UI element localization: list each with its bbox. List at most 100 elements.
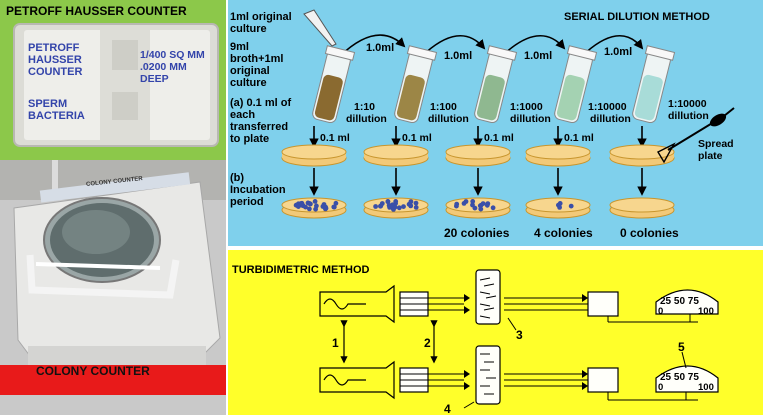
colony-dot xyxy=(391,207,396,212)
dilution-3-ratio: 1:1000 xyxy=(510,101,543,113)
dilution-2-word: dillution xyxy=(428,113,469,125)
dilution-5-word: dillution xyxy=(668,110,709,122)
colony-dot xyxy=(470,199,476,204)
colony-count-2: 4 colonies xyxy=(534,226,593,240)
transfer-arrow-4 xyxy=(581,34,644,57)
lower-light-path xyxy=(319,345,719,405)
meter-2-scale-top: 25 50 75 xyxy=(660,372,699,383)
tube-5 xyxy=(632,45,676,124)
dilution-5-ratio: 1:10000 xyxy=(668,98,707,110)
step-a-line4: to plate xyxy=(230,133,270,145)
callout-4: 4 xyxy=(444,402,451,416)
step-b-line3: period xyxy=(230,196,264,208)
petroff-spec-line1: 1/400 SQ MM xyxy=(140,49,205,61)
callout-3: 3 xyxy=(516,328,523,342)
orig-culture-line1: 1ml original xyxy=(230,11,292,23)
plate-row-b xyxy=(281,197,675,219)
dilution-3-word: dillution xyxy=(510,113,551,125)
plate-volume-2: 0.1 ml xyxy=(402,132,432,144)
colony-dot xyxy=(313,206,318,212)
turbidimetric-drawing xyxy=(319,269,719,409)
colony-count-3: 0 colonies xyxy=(620,226,679,240)
colony-dot xyxy=(413,200,419,206)
colony-dot xyxy=(490,205,496,211)
transfer-volume-2: 1.0ml xyxy=(444,50,473,62)
colony-dot xyxy=(463,199,469,204)
petroff-hausser-panel: PETROFF HAUSSER COUNTER PETROFF HAUSSER … xyxy=(0,0,226,160)
plate-row-a xyxy=(281,144,675,167)
meter-1-scale-left: 0 xyxy=(658,306,664,317)
colony-dot xyxy=(331,204,337,210)
petroff-name-line3: COUNTER xyxy=(28,66,83,78)
colony-count-1: 20 colonies xyxy=(444,226,510,240)
meter-2-scale-right: 100 xyxy=(698,382,714,393)
colony-dot xyxy=(396,205,402,211)
dilution-1-ratio: 1:10 xyxy=(354,101,376,113)
serial-dilution-panel: SERIAL DILUTION METHOD 1ml original cult… xyxy=(228,0,763,246)
petroff-title: PETROFF HAUSSER COUNTER xyxy=(6,4,187,18)
serial-title: SERIAL DILUTION METHOD xyxy=(564,11,710,23)
petroff-name-line1: PETROFF xyxy=(28,42,80,54)
broth-line1: 9ml xyxy=(230,41,249,53)
colony-dot xyxy=(312,199,318,204)
transfer-volume-1: 1.0ml xyxy=(366,42,395,54)
orig-culture-line2: culture xyxy=(230,23,267,35)
colony-dot xyxy=(408,202,413,208)
colony-dot xyxy=(484,202,490,208)
colony-dot xyxy=(408,199,414,205)
broth-line2: broth+1ml xyxy=(230,53,284,65)
colony-dot xyxy=(472,205,478,211)
plate-volume-3: 0.1 ml xyxy=(484,132,514,144)
meter-2-scale-left: 0 xyxy=(658,382,664,393)
step-b-line2: Incubation xyxy=(230,184,286,196)
colony-dot xyxy=(321,202,327,207)
spreader-tool xyxy=(657,107,735,164)
transfer-arrow-2 xyxy=(421,34,486,57)
tube-2 xyxy=(394,45,438,124)
colony-dot xyxy=(568,203,574,209)
colony-dot xyxy=(393,199,399,204)
transfer-arrow-3 xyxy=(501,34,566,57)
step-b-line1: (b) xyxy=(230,172,245,184)
petroff-name-line2: HAUSSER xyxy=(28,54,82,66)
serial-dilution-drawing xyxy=(281,9,735,219)
colony-dots xyxy=(293,199,574,212)
colony-dot xyxy=(305,200,311,206)
colony-dot xyxy=(413,205,419,210)
callout-5: 5 xyxy=(678,340,685,354)
petroff-use-line2: BACTERIA xyxy=(28,110,85,122)
broth-line3: original xyxy=(230,65,270,77)
tube-1 xyxy=(312,45,356,124)
tube-3 xyxy=(474,45,518,124)
tube-4 xyxy=(554,45,598,124)
petroff-spec-line3: DEEP xyxy=(140,73,169,85)
colony-dot xyxy=(556,202,561,208)
colony-dot xyxy=(401,204,406,210)
transfer-arrow-1 xyxy=(339,34,406,57)
meter-1-scale-top: 25 50 75 xyxy=(660,296,699,307)
colony-dot xyxy=(387,205,392,210)
colony-dot xyxy=(307,206,312,212)
dilution-4-ratio: 1:10000 xyxy=(588,101,627,113)
meter-1-scale-right: 100 xyxy=(698,306,714,317)
colony-dot xyxy=(385,199,391,204)
step-a-line2: each xyxy=(230,109,256,121)
colony-dot xyxy=(480,201,486,207)
turbidimetric-panel: TURBIDIMETRIC METHOD 1 2 3 4 5 25 50 75 … xyxy=(228,250,763,416)
petroff-spec-line2: .0200 MM xyxy=(140,61,187,73)
plate-volume-1: 0.1 ml xyxy=(320,132,350,144)
spread-line2: plate xyxy=(698,150,723,162)
dilution-1-word: dillution xyxy=(346,113,387,125)
colony-title: COLONY COUNTER xyxy=(36,364,150,378)
plate-volume-4: 0.1 ml xyxy=(564,132,594,144)
step-a-line3: transferred xyxy=(230,121,289,133)
broth-line4: culture xyxy=(230,77,267,89)
colony-dot xyxy=(373,204,378,209)
petroff-use-line1: SPERM xyxy=(28,98,68,110)
dilution-2-ratio: 1:100 xyxy=(430,101,457,113)
dilution-4-word: dillution xyxy=(590,113,631,125)
colony-dot xyxy=(299,200,305,206)
colony-dot xyxy=(333,200,339,206)
turbid-title: TURBIDIMETRIC METHOD xyxy=(232,264,370,276)
callout-1: 1 xyxy=(332,336,339,350)
